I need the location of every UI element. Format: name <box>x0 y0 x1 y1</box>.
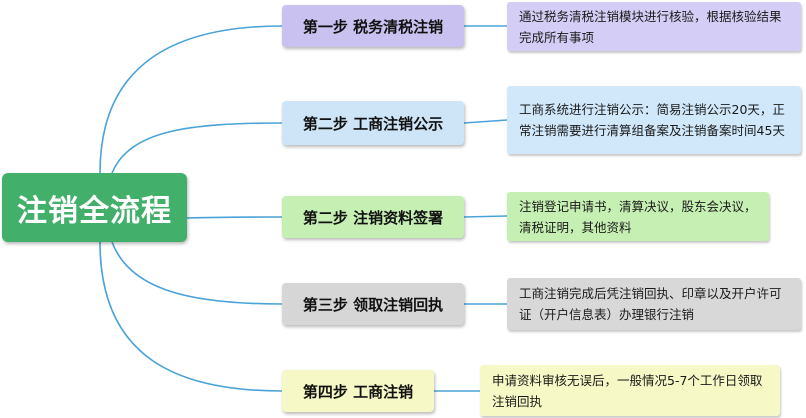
step-4-description-text: 工商注销完成后凭注销回执、印章以及开户许可证（开户信息表）办理银行注销 <box>519 286 782 322</box>
step-3-description-text: 注销登记申请书，清算决议，股东会决议，清税证明，其他资料 <box>519 198 757 235</box>
step-3-description: 注销登记申请书，清算决议，股东会决议，清税证明，其他资料 <box>507 192 769 241</box>
connector-root-step1 <box>99 25 283 174</box>
step-5-node: 第四步 工商注销 <box>282 370 434 412</box>
step-3-node: 第二步 注销资料签署 <box>282 196 464 238</box>
connector-step2-desc <box>463 119 508 124</box>
step-2-label: 第二步 工商注销公示 <box>302 114 444 133</box>
step-4-description: 工商注销完成后凭注销回执、印章以及开户许可证（开户信息表）办理银行注销 <box>507 278 801 330</box>
connector-root-step2 <box>111 122 283 174</box>
step-1-description: 通过税务清税注销模块进行核验，根据核验结果完成所有事项 <box>507 2 801 51</box>
step-4-node: 第三步 领取注销回执 <box>282 283 464 325</box>
step-2-description-text: 工商系统进行注销公示：简易注销公示20天，正常注销需要进行清算组备案及注销备案时… <box>519 102 785 138</box>
step-5-description-text: 申请资料审核无误后，一般情况5-7个工作日领取注销回执 <box>492 372 763 409</box>
step-4-label: 第三步 领取注销回执 <box>302 295 444 314</box>
step-1-description-text: 通过税务清税注销模块进行核验，根据核验结果完成所有事项 <box>519 8 782 45</box>
root-node: 注销全流程 <box>2 173 187 242</box>
connector-root-step4 <box>111 241 283 305</box>
step-1-node: 第一步 税务清税注销 <box>282 5 464 47</box>
connector-step3-desc <box>463 215 508 218</box>
step-2-node: 第二步 工商注销公示 <box>282 101 464 145</box>
step-1-label: 第一步 税务清税注销 <box>302 17 444 36</box>
connector-root-step3 <box>186 216 283 219</box>
step-3-label: 第二步 注销资料签署 <box>302 208 444 227</box>
step-2-description: 工商系统进行注销公示：简易注销公示20天，正常注销需要进行清算组备案及注销备案时… <box>507 86 801 154</box>
step-5-description: 申请资料审核无误后，一般情况5-7个工作日领取注销回执 <box>480 365 780 416</box>
step-5-label: 第四步 工商注销 <box>302 382 414 401</box>
connector-root-step5 <box>99 241 283 392</box>
root-label: 注销全流程 <box>17 193 172 229</box>
